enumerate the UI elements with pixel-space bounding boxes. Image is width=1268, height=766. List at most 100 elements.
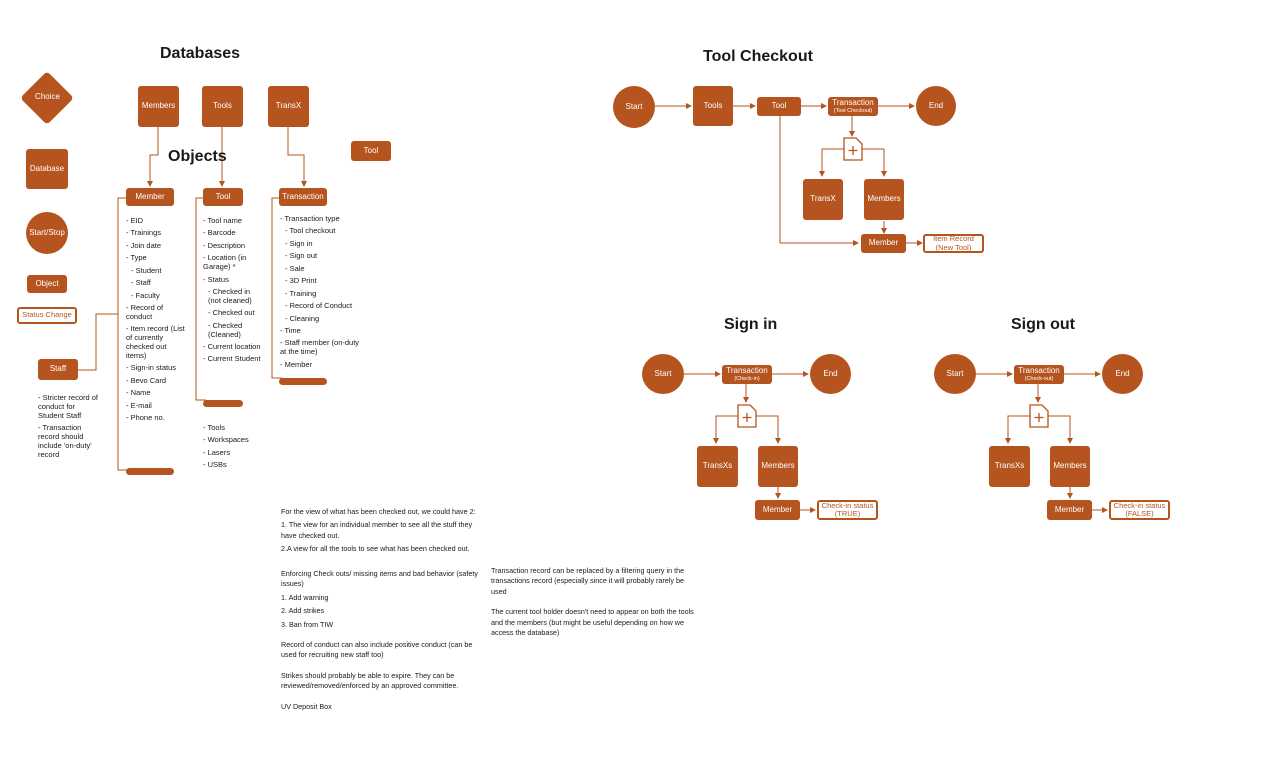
list-item: - 3D Print xyxy=(285,276,317,286)
note-spacer xyxy=(491,600,699,604)
signout-member-object: Member xyxy=(1047,500,1092,520)
list-item: - Tool name xyxy=(203,216,243,225)
signin-end-node: End xyxy=(810,354,851,394)
note-line: For the view of what has been checked ou… xyxy=(281,507,476,516)
tool-checkout-title: Tool Checkout xyxy=(703,48,813,65)
item-record-label: Item Record xyxy=(933,234,974,244)
checkout-start-node: Start xyxy=(613,86,655,128)
list-item: - Bevo Card xyxy=(126,375,167,385)
note-line: Strikes should probably be able to expir… xyxy=(281,670,459,691)
list-item: - Cleaning xyxy=(285,313,320,323)
members-database: Members xyxy=(138,86,179,127)
note-line: Record of conduct can also include posit… xyxy=(281,639,473,660)
legend-choice: Choice xyxy=(35,92,60,101)
list-item: - Workspaces xyxy=(203,435,249,445)
list-item: - Current location xyxy=(203,342,261,352)
status-sublabel: (FALSE) xyxy=(1125,509,1154,518)
note-line: 2. Add strikes xyxy=(281,606,325,616)
list-item: - Student xyxy=(131,265,162,275)
transaction-label: Transaction xyxy=(832,98,874,108)
list-item: - Checked in (not cleaned) xyxy=(208,287,252,305)
transaction-label: Transaction xyxy=(1018,366,1060,376)
databases-title: Databases xyxy=(160,45,241,62)
note-line: 3. Ban from TIW xyxy=(281,619,334,629)
tool-object: Tool xyxy=(203,188,243,206)
checkin-false-status-change: Check-in status (FALSE) xyxy=(1109,500,1170,520)
checkout-transx-database: TransX xyxy=(803,179,843,220)
note-spacer xyxy=(281,664,487,668)
list-item: - Name xyxy=(126,388,151,398)
list-item: - Member xyxy=(280,359,313,369)
signout-end-node: End xyxy=(1102,354,1143,394)
legend-status-change: Status Change xyxy=(17,307,77,324)
note-line: 2.A view for all the tools to see what h… xyxy=(281,544,470,554)
tool-object-legend: Tool xyxy=(351,141,391,161)
transaction-attributes: - Transaction type - Tool checkout - Sig… xyxy=(280,214,360,373)
signout-transxs-database: TransXs xyxy=(989,446,1030,487)
checkout-end-node: End xyxy=(916,86,956,126)
note-line: Enforcing Check outs/ missing items and … xyxy=(281,568,478,589)
objects-title: Objects xyxy=(168,148,227,165)
list-item: - Staff member (on-duty at the time) xyxy=(280,338,360,357)
legend-database: Database xyxy=(26,149,68,189)
list-item: - Staff xyxy=(131,278,151,288)
signin-transaction-object: Transaction (Check-in) xyxy=(722,365,772,384)
list-item: - Training xyxy=(285,288,317,298)
signin-start-node: Start xyxy=(642,354,684,394)
list-item: - Item record (List of currently checked… xyxy=(126,324,185,360)
list-item: - USBs xyxy=(203,460,227,470)
tools-database: Tools xyxy=(202,86,243,127)
list-item: - Checked out xyxy=(208,308,255,318)
list-item: - Join date xyxy=(126,240,162,250)
list-item: - Barcode xyxy=(203,228,236,238)
checkin-true-status-change: Check-in status (TRUE) xyxy=(817,500,878,520)
signout-transaction-object: Transaction (Check-out) xyxy=(1014,365,1064,384)
tool-attributes: - Tool name - Barcode - Description - Lo… xyxy=(203,216,261,368)
list-item: - Phone no. xyxy=(126,413,165,423)
list-item: - Trainings xyxy=(126,228,162,238)
list-item: - Lasers xyxy=(203,447,231,457)
member-end-bar xyxy=(126,468,174,475)
signin-transxs-database: TransXs xyxy=(697,446,738,487)
note-spacer xyxy=(281,695,487,699)
sign-out-title: Sign out xyxy=(1011,316,1075,333)
transx-database: TransX xyxy=(268,86,309,127)
checkout-tools-database: Tools xyxy=(693,86,733,126)
list-item: - Record of conduct xyxy=(126,303,164,321)
list-item: - Stricter record of conduct for Student… xyxy=(38,393,99,420)
transaction-sublabel: (Tool Checkout) xyxy=(833,107,873,114)
list-item: - Tools xyxy=(203,423,225,432)
status-sublabel: (TRUE) xyxy=(834,509,861,518)
checkout-members-database: Members xyxy=(864,179,904,220)
checkout-tool-object: Tool xyxy=(757,97,801,116)
item-record-sublabel: (New Tool) xyxy=(935,242,972,252)
note-line: 1. Add warning xyxy=(281,592,329,602)
transaction-sublabel: (Check-out) xyxy=(1024,375,1054,382)
signout-start-node: Start xyxy=(934,354,976,394)
member-attributes: - EID - Trainings - Join date - Type - S… xyxy=(126,216,188,427)
list-item: - Transaction record should include 'on-… xyxy=(38,423,92,459)
transaction-object: Transaction xyxy=(279,188,327,206)
list-item: - Sign in xyxy=(285,238,313,248)
list-item: - Faculty xyxy=(131,290,160,300)
note-line: Transaction record can be replaced by a … xyxy=(491,566,685,596)
status-label: Check-in status xyxy=(821,500,874,510)
staff-object: Staff xyxy=(38,359,78,380)
sign-in-title: Sign in xyxy=(724,316,778,333)
notes-left: For the view of what has been checked ou… xyxy=(281,507,487,715)
note-line: UV Deposit Box xyxy=(281,701,332,711)
list-item: - Sign-in status xyxy=(126,363,177,373)
signout-members-database: Members xyxy=(1050,446,1090,487)
legend-object: Object xyxy=(27,275,67,293)
note-line: 1. The view for an individual member to … xyxy=(281,520,473,540)
list-item: - Record of Conduct xyxy=(285,301,353,311)
checkout-transaction-object: Transaction (Tool Checkout) xyxy=(828,97,878,116)
list-item: - Status xyxy=(203,274,229,284)
legend-start-stop: Start/Stop xyxy=(26,212,68,254)
notes-right: Transaction record can be replaced by a … xyxy=(491,566,699,642)
status-label: Check-in status xyxy=(1113,500,1166,510)
list-item: - Type xyxy=(126,253,147,263)
signin-member-object: Member xyxy=(755,500,800,520)
list-item: - Tool checkout xyxy=(285,226,336,236)
